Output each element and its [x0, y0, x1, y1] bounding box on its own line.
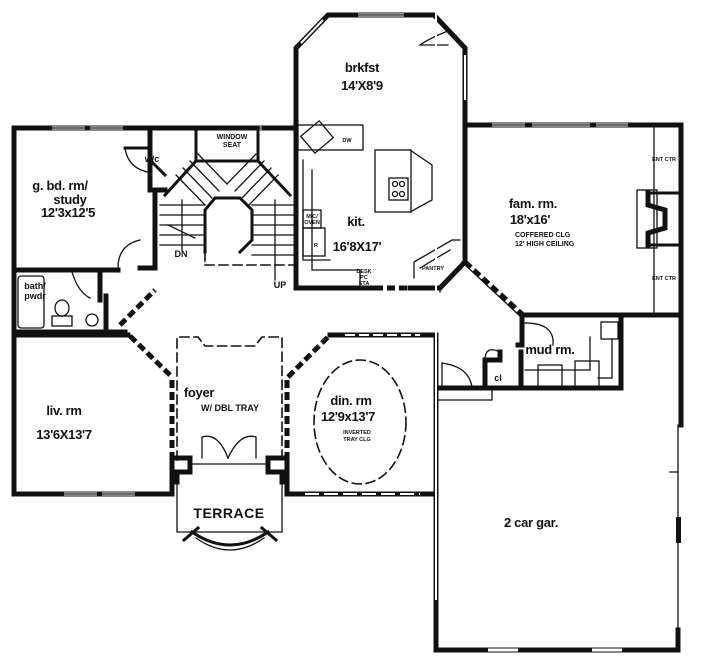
- hall-walls: [293, 261, 523, 319]
- foyer-walls: [174, 336, 285, 551]
- refrigerator: [302, 227, 326, 257]
- window-seat-line2: SEAT: [223, 142, 242, 149]
- bath-label-1: bath/: [24, 281, 46, 291]
- stairs-up-label: UP: [274, 280, 287, 290]
- pantry-label: PANTRY: [422, 266, 444, 272]
- family-room-note-2: 12' HIGH CEILING: [515, 241, 575, 248]
- kitchen-walls: [293, 119, 468, 291]
- front-door-right: [227, 435, 257, 459]
- dining-room-size: 12'9x13'7: [321, 409, 375, 424]
- kitchen-island: [374, 149, 412, 213]
- front-door-left: [201, 435, 229, 459]
- cooktop: [388, 177, 409, 201]
- microwave-label-1: MIC/: [306, 214, 318, 220]
- desk-label-1: DESK: [356, 269, 371, 275]
- dryer: [574, 360, 600, 388]
- ent-ctr-top: ENT CTR: [652, 157, 676, 163]
- desk-label-3: STA: [359, 281, 370, 287]
- dining-room-name: din. rm: [330, 393, 371, 408]
- ent-ctr-bottom: ENT CTR: [652, 276, 676, 282]
- foyer-note: W/ DBL TRAY: [201, 403, 259, 413]
- guest-bedroom-name: g. bd. rm/: [32, 178, 88, 193]
- foyer-name: foyer: [184, 385, 215, 400]
- guest-bedroom-size: 12'3x12'5: [41, 205, 95, 220]
- washer: [600, 321, 619, 340]
- mud-room-name: mud rm.: [525, 342, 574, 357]
- stair-hall: [147, 125, 299, 281]
- kitchen-size: 16'8X17': [333, 239, 382, 254]
- tub: [17, 275, 45, 329]
- garage-walls: [433, 0, 684, 653]
- living-room-name: liv. rm: [46, 403, 81, 418]
- stairs-down-label: DN: [175, 249, 188, 259]
- dining-room-note-1: INVERTED: [343, 430, 371, 436]
- family-room-walls: [462, 122, 684, 323]
- family-room-note-1: COFFERED CLG: [515, 232, 571, 239]
- garage-name: 2 car gar.: [504, 515, 558, 530]
- living-room-walls: [11, 332, 175, 497]
- breakfast-name: brkfst: [345, 60, 380, 75]
- breakfast-size: 14'X8'9: [341, 78, 383, 93]
- window-seat-line1: WINDOW: [217, 134, 248, 141]
- guest-bedroom-name-2: study: [53, 192, 87, 207]
- kitchen-name: kit.: [347, 214, 365, 229]
- bath-label-2: pwdr: [24, 291, 46, 301]
- desk-label-2: PC: [360, 275, 368, 281]
- living-room-size: 13'6X13'7: [36, 427, 92, 442]
- fireplace-hearth: [636, 189, 658, 249]
- sink: [85, 313, 99, 327]
- family-room-name: fam. rm.: [509, 196, 557, 211]
- family-room-size: 18'x16': [510, 212, 550, 227]
- dining-room-note-2: TRAY CLG: [343, 437, 371, 443]
- toilet: [54, 299, 70, 317]
- closet-label: cl: [494, 373, 502, 383]
- walk-in-closet-label: w/c: [144, 154, 160, 164]
- terrace-label: TERRACE: [193, 505, 264, 521]
- fridge-label: R: [314, 243, 318, 249]
- dishwasher-label: DW: [342, 138, 352, 144]
- microwave-label-2: OVEN: [304, 220, 320, 226]
- breakfast-walls: [293, 12, 468, 128]
- tray-ceiling-outline: [313, 359, 407, 485]
- guest-bedroom-walls: [11, 125, 168, 341]
- breakfast-door: [417, 30, 449, 46]
- mud-room-walls: [433, 315, 624, 401]
- bath-walls: [11, 271, 157, 335]
